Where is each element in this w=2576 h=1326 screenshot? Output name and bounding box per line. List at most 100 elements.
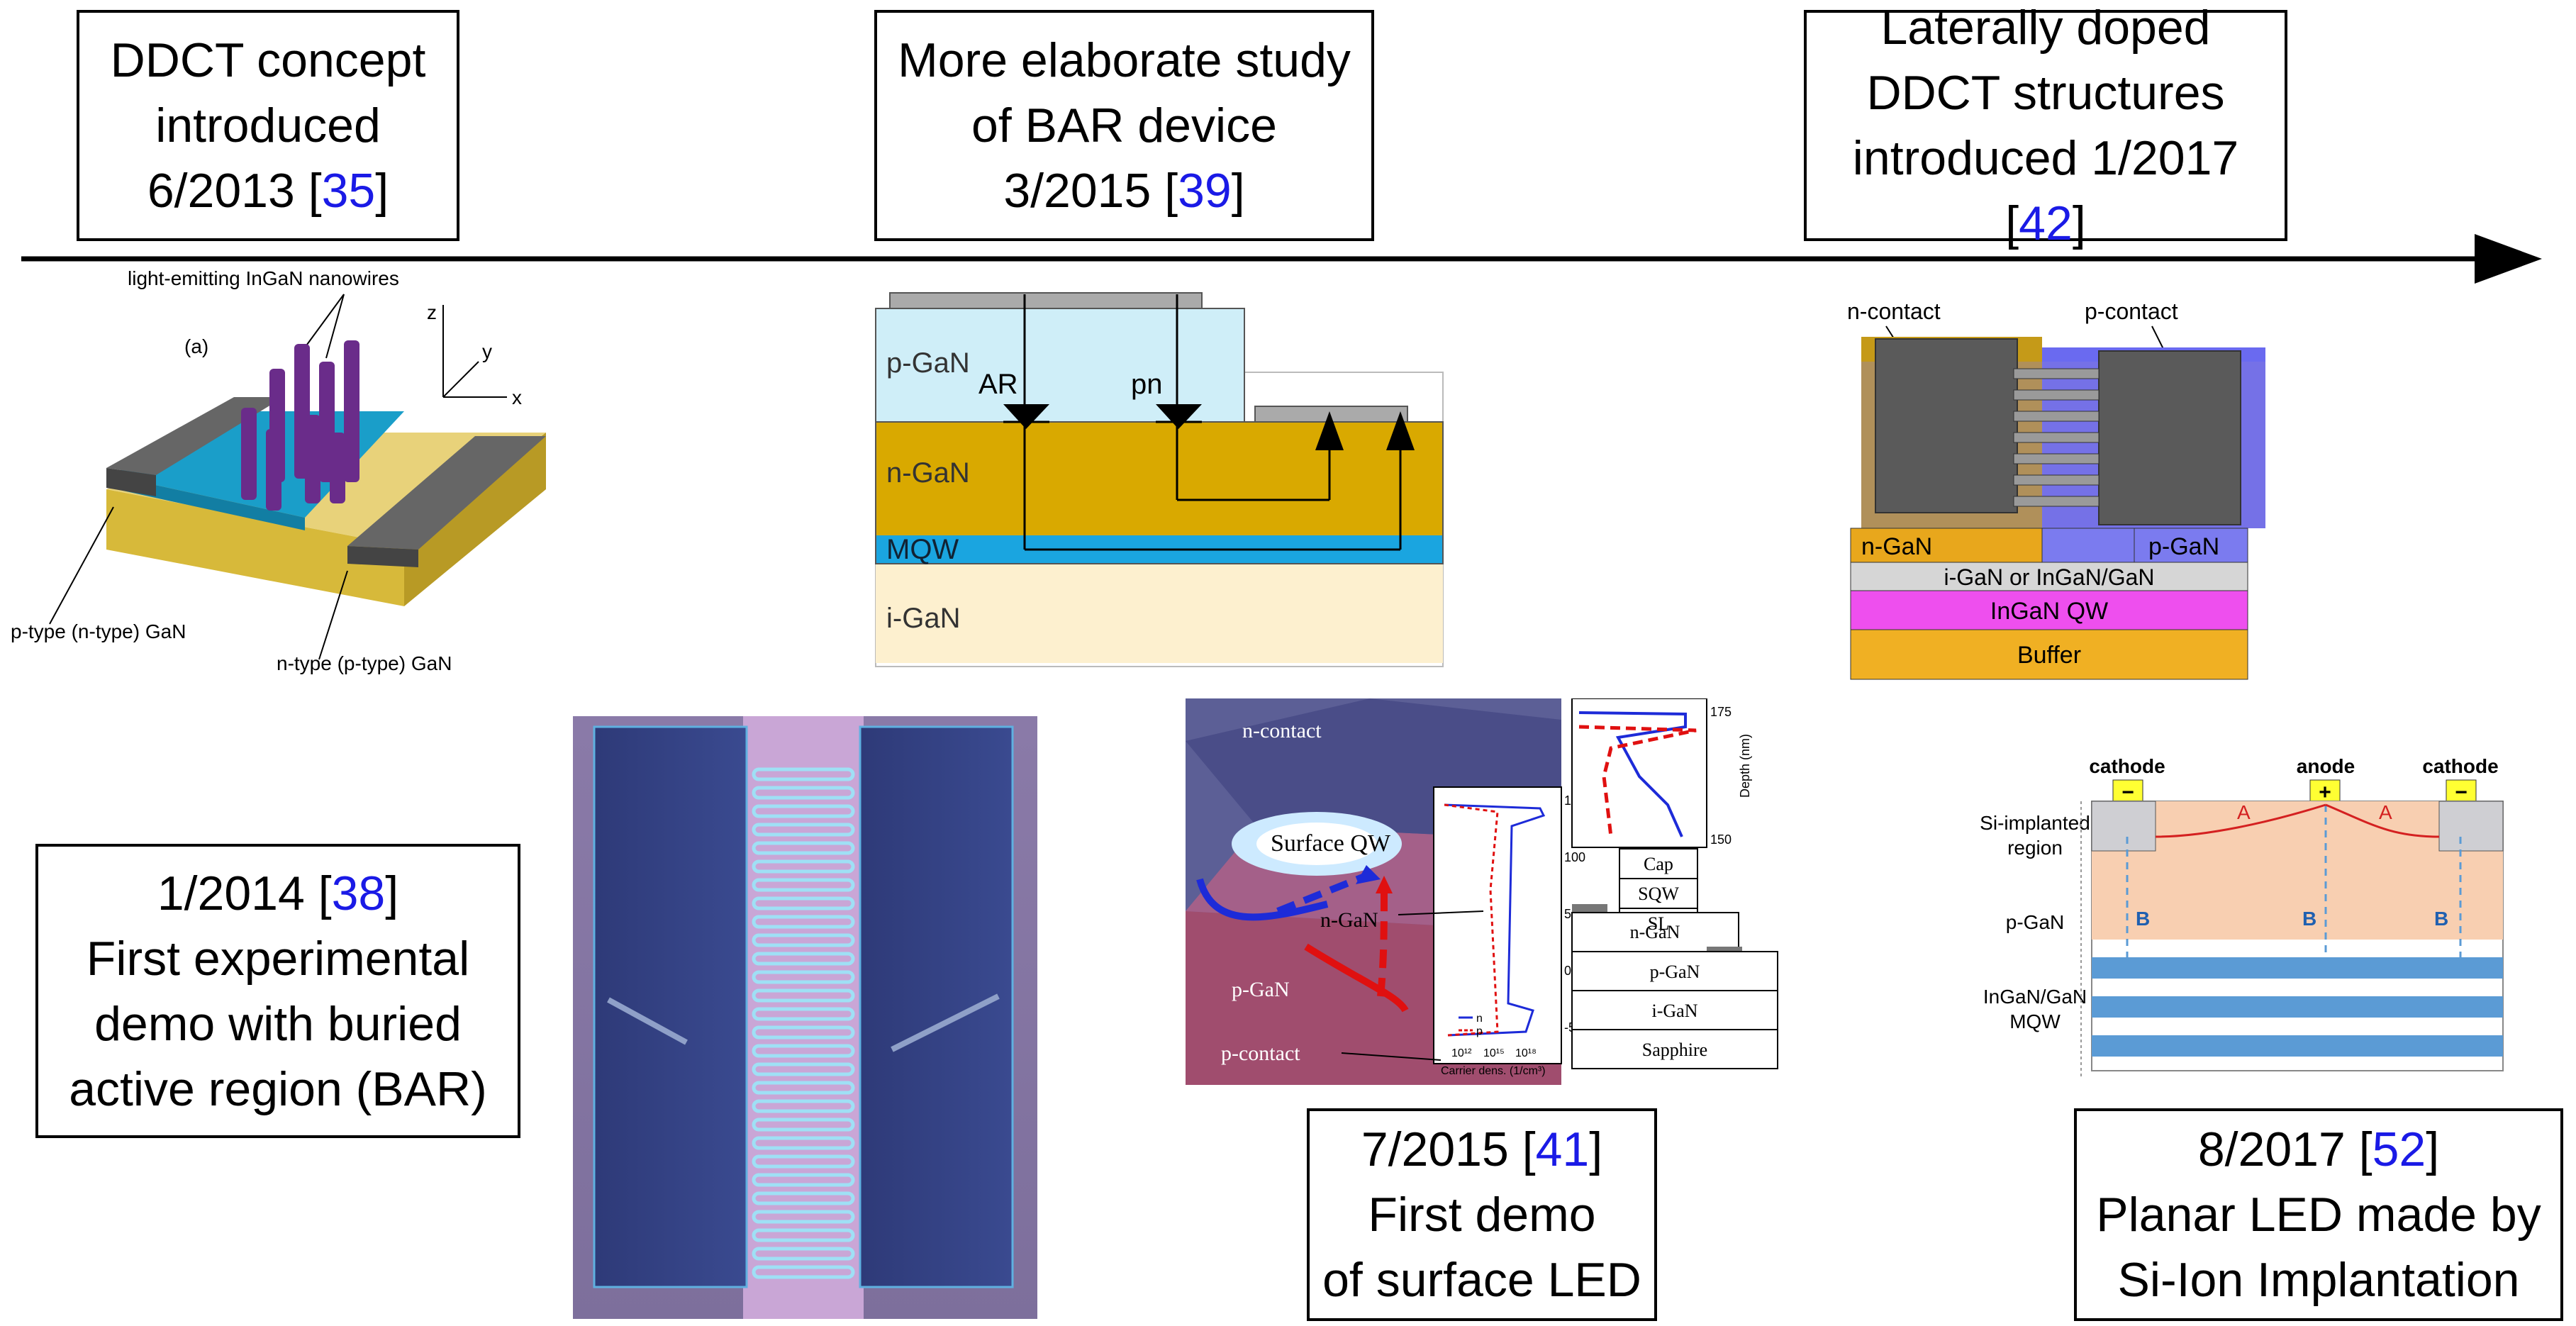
tick-label: 0 [1564,964,1571,978]
si-implant-figure: cathode anode cathode − + − A A B B B Si… [1980,755,2504,1078]
comb-finger [752,896,855,910]
label-n-gan: n-GaN [886,457,970,489]
comb-finger [752,1062,855,1076]
stack-layer-label: SQW [1638,884,1679,904]
label-pn: pn [1131,369,1163,400]
nanowire-device-figure: light-emitting InGaN nanowires (a) z y x… [11,267,546,674]
reference-link[interactable]: 42 [2019,196,2073,250]
milestone-line: More elaborate study [898,33,1351,87]
milestone-date: 7/2015 [41] [1361,1122,1603,1176]
label-buffer: Buffer [2017,642,2081,669]
milestone-bar-study: More elaborate study of BAR device 3/201… [874,10,1374,241]
comb-finger [752,1247,855,1261]
tick-label: 10¹⁸ [1515,1047,1537,1059]
panel-label: (a) [184,335,208,357]
label-n-gan: n-GaN [1861,533,1932,560]
label-a-right: A [2379,801,2392,823]
label-cathode-right: cathode [2422,755,2498,777]
label-cathode-left: cathode [2089,755,2165,777]
tick-label: 175 [1710,705,1732,719]
label-surface-qw: Surface QW [1271,830,1391,857]
plus-symbol: + [2319,781,2331,804]
comb-finger [752,915,855,929]
label-n-contact: n-contact [1242,719,1322,742]
axis-y-label: y [482,340,492,362]
stack-layer-label: n-GaN [1630,922,1680,942]
milestone-date: 8/2017 [52] [2197,1122,2440,1176]
label-ingan-gan: InGaN/GaN [1983,986,2087,1008]
label-p-contact: p-contact [2085,299,2178,324]
comb-finger [752,786,855,800]
comb-finger [752,1173,855,1187]
comb-finger [752,952,855,966]
milestone-line: First demo [1368,1188,1596,1242]
comb-finger [752,767,855,781]
milestone-line: Planar LED made by [2096,1188,2541,1242]
axis-label-depth-inset: Depth (nm) [1738,734,1752,798]
reference-link[interactable]: 35 [321,164,376,218]
legend-p: p [1476,1025,1483,1037]
figure-title: light-emitting InGaN nanowires [128,267,399,289]
comb-finger [752,1228,855,1242]
label-mqw: MQW [886,534,959,565]
milestone-lateral-ddct: Laterally doped DDCT structures introduc… [1804,1,2287,250]
milestone-line: DDCT structures [1866,66,2225,120]
reference-link[interactable]: 39 [1178,164,1232,218]
surface-led-figure: n-contact Surface QW n-GaN p-GaN p-conta… [1186,698,1778,1085]
label-p-type-gan: p-type (n-type) GaN [11,620,186,642]
comb-finger [752,1044,855,1058]
milestone-line: demo with buried [94,996,462,1051]
comb-finger [752,1136,855,1150]
label-i-gan: i-GaN [886,603,960,634]
label-region: region [2007,837,2063,859]
milestone-date: introduced 1/2017 [42] [1852,131,2239,250]
milestone-ddct-concept: DDCT concept introduced 6/2013 [35] [77,10,459,241]
milestone-date: 3/2015 [39] [1003,164,1245,218]
milestone-line: of surface LED [1322,1253,1641,1307]
comb-finger [752,823,855,837]
milestone-date: 1/2014 [38] [157,866,399,920]
label-mqw: MQW [2009,1010,2061,1032]
reference-link[interactable]: 52 [2372,1122,2426,1176]
timeline-arrow [21,234,2542,284]
label-b-right: B [2434,908,2448,930]
label-i-gan: i-GaN or InGaN/GaN [1944,564,2155,590]
bar-device-figure: p-GaN AR pn n-GaN MQW i-GaN [875,292,1444,667]
axis-x-label: x [512,386,522,408]
comb-finger [752,1099,855,1113]
comb-finger [752,970,855,984]
reference-link[interactable]: 38 [331,866,386,920]
milestone-surface-led: 7/2015 [41] First demo of surface LED [1307,1108,1657,1321]
stack-layer-label: p-GaN [1650,962,1700,982]
milestone-date: 6/2013 [35] [147,164,389,218]
tick-label: 10¹² [1451,1047,1472,1059]
label-anode: anode [2297,755,2355,777]
label-p-gan: p-GaN [1232,978,1290,1001]
micrograph-image [573,716,1037,1319]
tick-label: 150 [1710,832,1732,847]
comb-finger [752,1118,855,1132]
comb-finger [752,988,855,1003]
label-n-type-gan: n-type (p-type) GaN [277,652,452,674]
minus-symbol: − [2455,781,2468,804]
reference-link[interactable]: 41 [1535,1122,1590,1176]
axis-label-carrier: Carrier dens. (1/cm³) [1441,1065,1546,1077]
label-b-center: B [2302,908,2316,930]
milestone-line: active region (BAR) [69,1062,487,1116]
comb-finger [752,878,855,892]
milestone-line: First experimental [86,931,470,986]
label-n-contact: n-contact [1847,299,1941,324]
tick-label: 100 [1564,850,1585,864]
label-p-contact: p-contact [1221,1042,1300,1065]
comb-finger [752,1007,855,1021]
milestone-line: of BAR device [971,99,1277,152]
legend-n: n [1476,1013,1483,1025]
comb-finger [752,1081,855,1095]
stack-layer-label: Sapphire [1642,1040,1707,1060]
lateral-ddct-figure: n-contact p-contact n-GaN p-GaN i-GaN or… [1847,299,2265,680]
axis-z-label: z [427,301,437,323]
comb-finger [752,804,855,818]
comb-finger [752,933,855,947]
comb-finger [752,1191,855,1205]
comb-finger [752,859,855,874]
